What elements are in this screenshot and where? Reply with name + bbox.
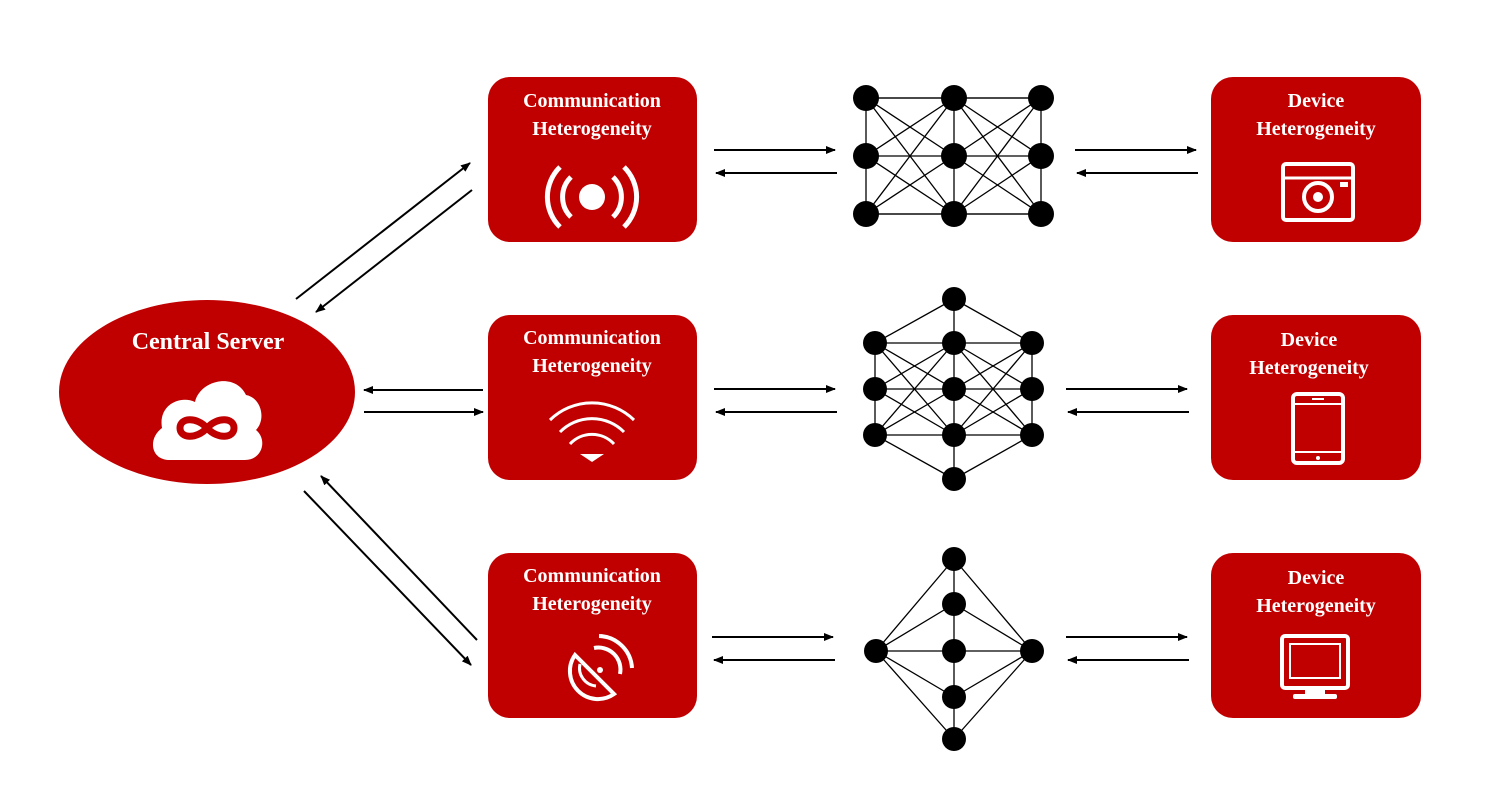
- graph-node: [941, 85, 967, 111]
- graph-node: [942, 467, 966, 491]
- cloud-sync-icon: [152, 381, 263, 460]
- graph-edge: [874, 342, 955, 436]
- graph-node: [942, 377, 966, 401]
- graph-node: [941, 143, 967, 169]
- arrow-comm-3-to-server: [320, 475, 478, 641]
- graph-edge: [875, 603, 955, 652]
- graph-node: [1020, 377, 1044, 401]
- wifi-icon: [548, 401, 636, 462]
- graph-edge: [953, 298, 1033, 344]
- graph-edge: [874, 298, 955, 344]
- device-label-line2: Heterogeneity: [1256, 118, 1376, 140]
- graph-node: [942, 331, 966, 355]
- monitor-icon: [1280, 634, 1350, 699]
- graph-node: [863, 423, 887, 447]
- comm-label-line1: Communication: [523, 327, 661, 349]
- graph-node: [853, 201, 879, 227]
- arrow-server-to-comm-3: [303, 490, 472, 666]
- graph-edge: [875, 650, 955, 740]
- graph-edge: [953, 650, 1033, 698]
- graph-edge: [875, 558, 955, 652]
- graph-edge: [953, 650, 1033, 740]
- graph-edge: [953, 342, 1033, 390]
- graph-node: [942, 287, 966, 311]
- comm-box-row-1[interactable]: Communication Heterogeneity: [488, 77, 697, 242]
- graph-node: [942, 639, 966, 663]
- graph-edge: [874, 388, 955, 436]
- graph-node: [1028, 85, 1054, 111]
- satellite-dish-icon: [567, 634, 634, 702]
- graph-edge: [953, 558, 1033, 652]
- graph-edge: [865, 97, 955, 215]
- graph-edge: [875, 650, 955, 698]
- graph-node: [864, 639, 888, 663]
- graph-edge: [865, 155, 955, 215]
- graph-node: [942, 423, 966, 447]
- network-graph-row-2: [863, 287, 1044, 491]
- network-graph-row-3: [864, 547, 1044, 751]
- device-label-line1: Device: [1288, 567, 1345, 589]
- comm-label-line1: Communication: [523, 565, 661, 587]
- graph-node: [942, 547, 966, 571]
- graph-node: [1020, 331, 1044, 355]
- graph-edge: [953, 603, 1033, 652]
- graph-node: [942, 727, 966, 751]
- comm-label-line2: Heterogeneity: [532, 118, 652, 140]
- graph-edge: [953, 388, 1033, 436]
- comm-box-row-2[interactable]: Communication Heterogeneity: [488, 315, 697, 480]
- network-graph-row-1: [853, 85, 1054, 227]
- server-comm-arrows: [295, 162, 484, 666]
- graph-edge: [953, 155, 1042, 215]
- comm-box-row-3[interactable]: Communication Heterogeneity: [488, 553, 697, 718]
- graph-node: [942, 592, 966, 616]
- graph-node: [1028, 143, 1054, 169]
- graph-edge: [953, 97, 1042, 157]
- device-label-line2: Heterogeneity: [1249, 357, 1369, 379]
- graph-node: [853, 143, 879, 169]
- comm-label-line2: Heterogeneity: [532, 355, 652, 377]
- graph-edge: [953, 342, 1033, 436]
- graph-node: [853, 85, 879, 111]
- device-label-line2: Heterogeneity: [1256, 595, 1376, 617]
- graph-edge: [953, 434, 1033, 480]
- graph-edge: [874, 342, 955, 390]
- graph-edge: [865, 97, 955, 157]
- device-box-row-2[interactable]: Device Heterogeneity: [1211, 315, 1421, 480]
- arrow-comm-1-to-server: [315, 189, 473, 313]
- graph-node: [1020, 423, 1044, 447]
- arrow-server-to-comm-1: [295, 162, 471, 300]
- graph-node: [863, 331, 887, 355]
- graph-node: [941, 201, 967, 227]
- device-label-line1: Device: [1288, 90, 1345, 112]
- tablet-icon: [1291, 392, 1345, 465]
- graph-node: [942, 685, 966, 709]
- central-server[interactable]: Central Server: [59, 300, 355, 484]
- broadcast-icon: [544, 165, 640, 229]
- device-box-row-1[interactable]: Device Heterogeneity: [1211, 77, 1421, 242]
- device-box-row-3[interactable]: Device Heterogeneity: [1211, 553, 1421, 718]
- comm-label-line2: Heterogeneity: [532, 593, 652, 615]
- graph-edge: [874, 434, 955, 480]
- camera-icon: [1281, 162, 1355, 222]
- graph-node: [1028, 201, 1054, 227]
- device-label-line1: Device: [1281, 329, 1338, 351]
- comm-label-line1: Communication: [523, 90, 661, 112]
- graph-edge: [953, 97, 1042, 215]
- central-server-label: Central Server: [132, 329, 285, 355]
- graph-node: [863, 377, 887, 401]
- row-arrows: [712, 146, 1198, 664]
- graph-node: [1020, 639, 1044, 663]
